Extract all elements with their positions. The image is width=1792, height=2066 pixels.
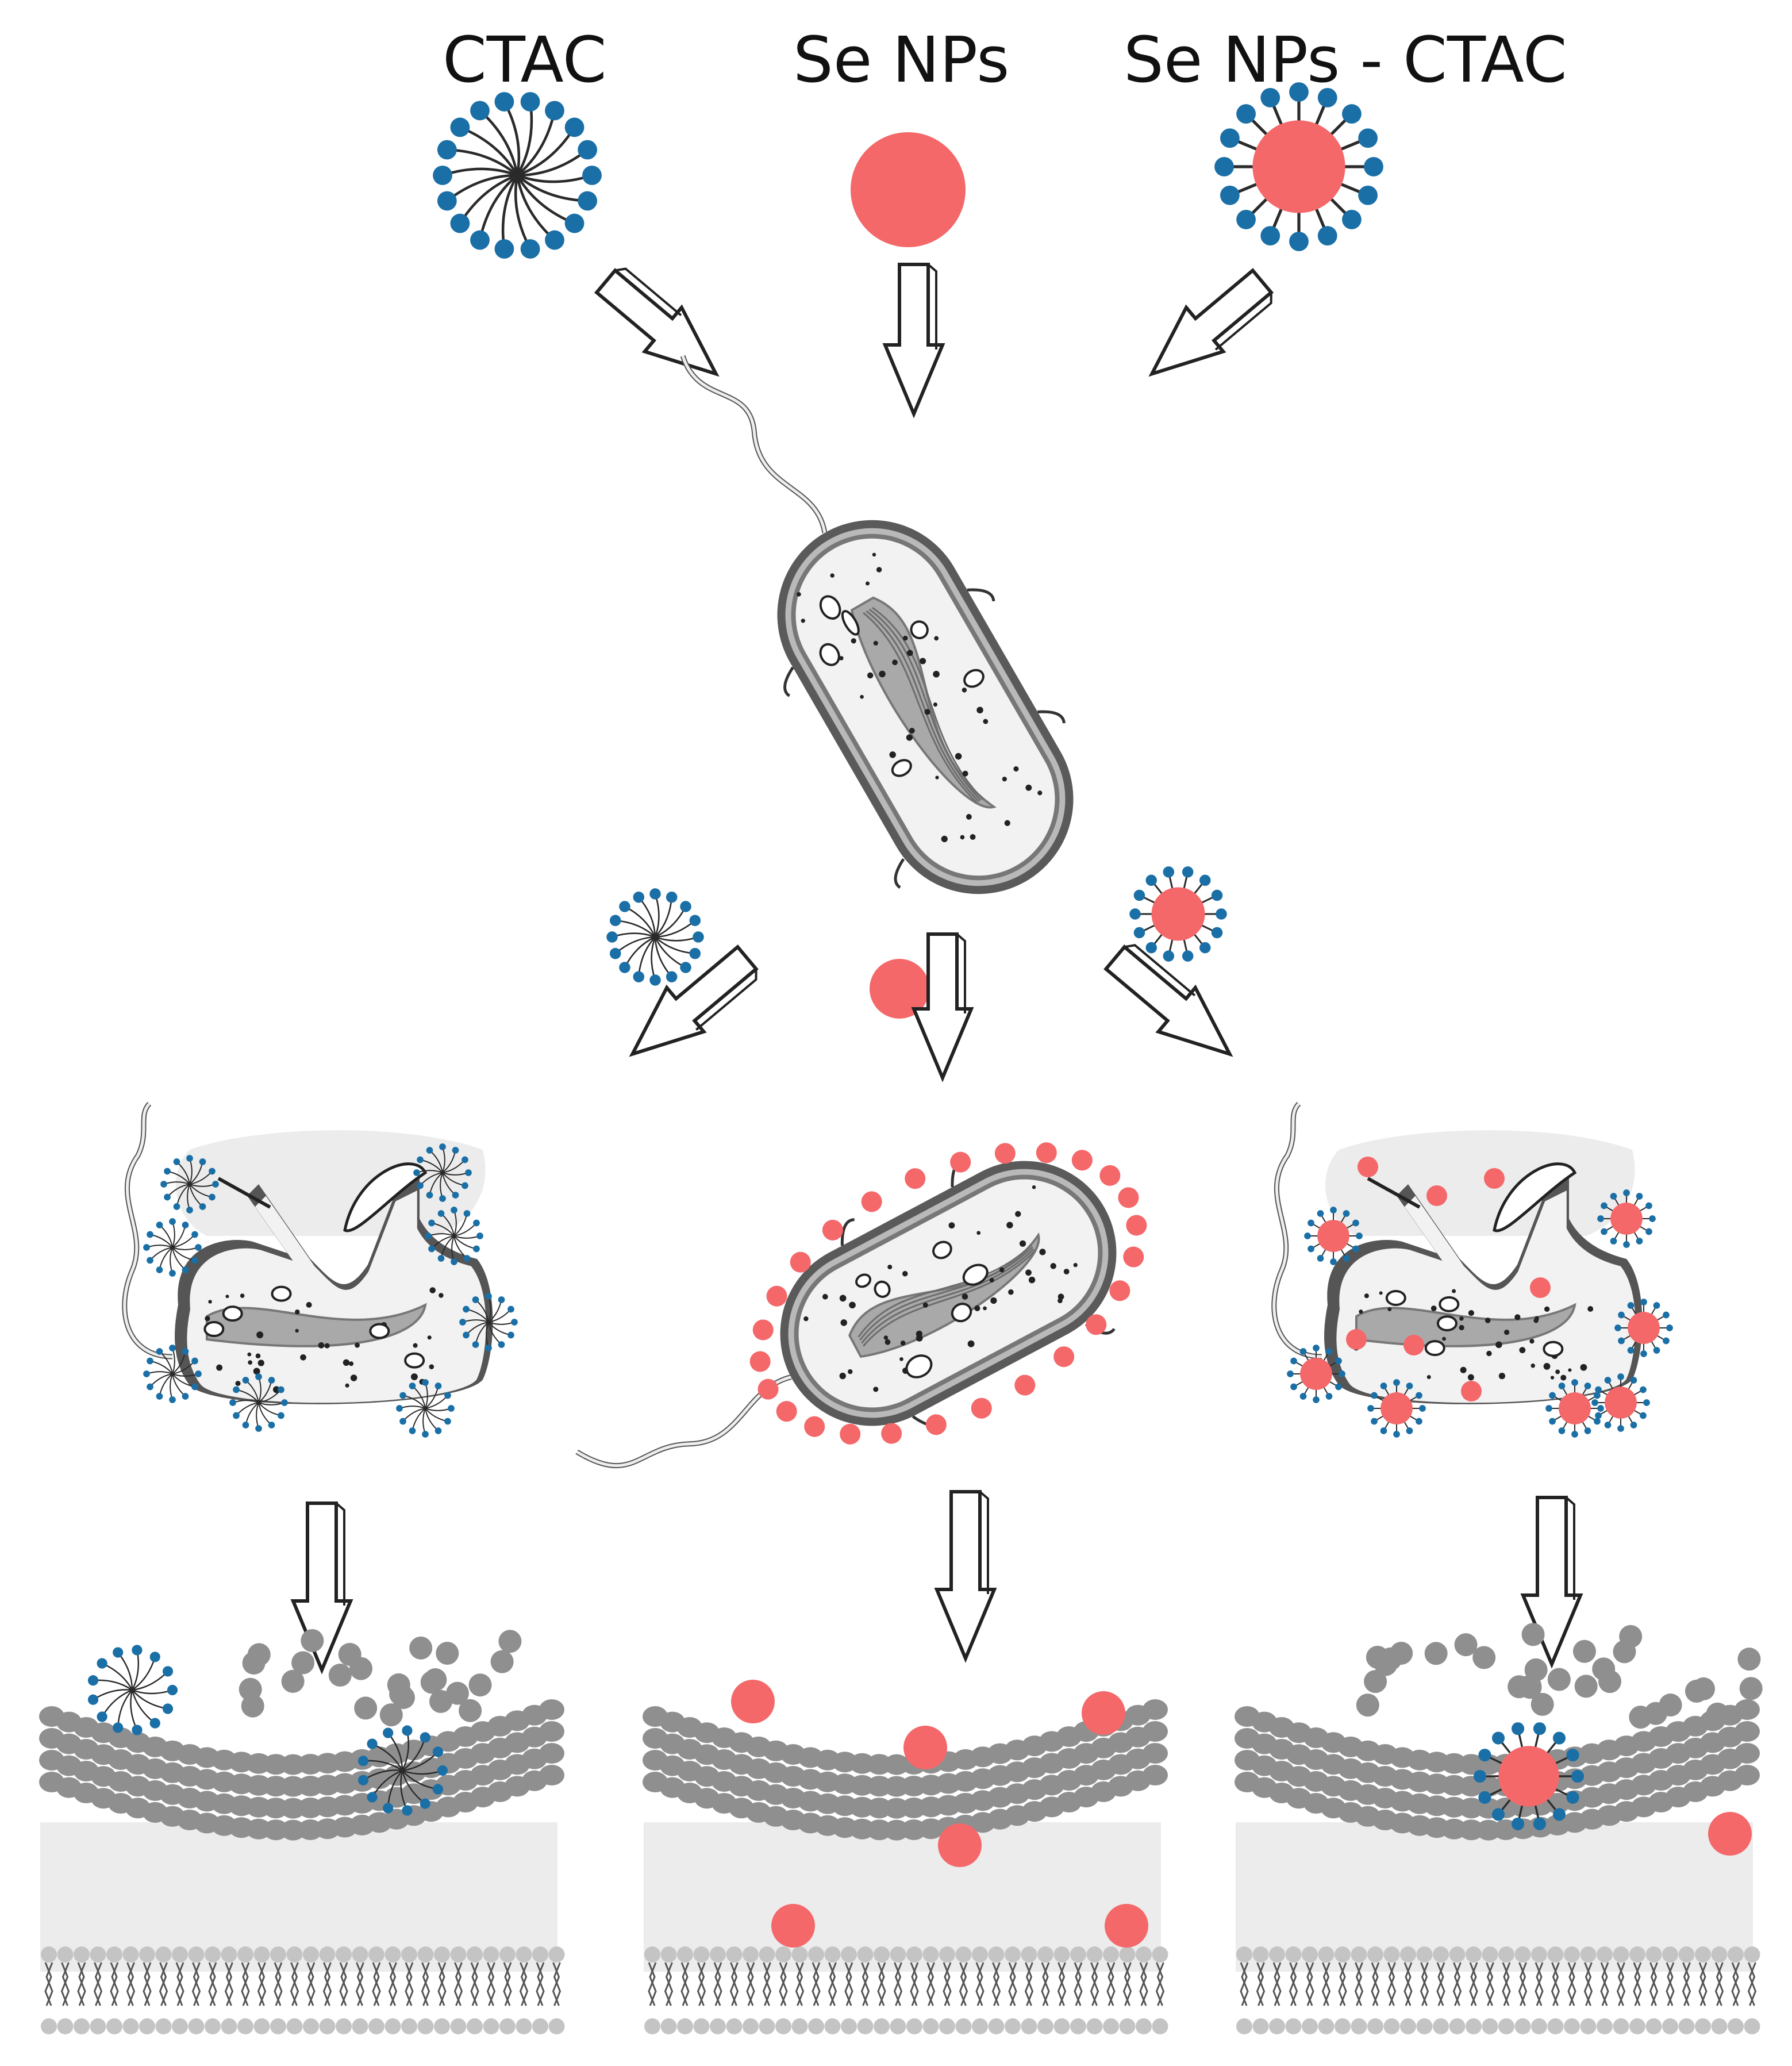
label-ctac: CTAC (443, 23, 607, 97)
se-nanoparticle-icon (1403, 1335, 1424, 1355)
se-nanoparticle-icon (1082, 1691, 1125, 1735)
se-nanoparticle-icon (749, 1351, 771, 1372)
se-nanoparticle-icon (790, 1251, 811, 1273)
se-nanoparticle-icon (757, 1378, 779, 1400)
se-nanoparticle-icon (903, 1726, 947, 1769)
se-nanoparticle-icon (822, 1219, 843, 1241)
arrow-sectac-to-cell (1148, 268, 1274, 377)
label-se-nps: Se NPs (793, 23, 1010, 97)
ctac-micelle-icon (357, 1725, 448, 1816)
se-nanoparticle-icon (1426, 1185, 1447, 1206)
se-nanoparticle-icon (861, 1191, 882, 1212)
se-nps-ctac-icon (1367, 1379, 1426, 1438)
ctac-micelle-icon (143, 1218, 202, 1277)
bacterium-damaged-sectac (1271, 1101, 1673, 1438)
ctac-micelle-icon (229, 1373, 288, 1432)
se-nanoparticle-icon (1109, 1280, 1130, 1301)
se-nps-ctac-small-icon (1129, 866, 1227, 962)
se-nanoparticle-icon (1484, 1168, 1505, 1189)
se-nps-ctac-icon (1214, 82, 1383, 251)
ctac-micelle-icon (459, 1293, 518, 1351)
se-nanoparticle-icon (1053, 1346, 1075, 1368)
se-nanoparticle-icon (1099, 1165, 1121, 1186)
ctac-micelle-icon (433, 92, 602, 259)
ctac-micelle-icon (143, 1345, 202, 1403)
se-nps-ctac-icon (1591, 1373, 1650, 1432)
arrow-sectac-to-damage (1103, 944, 1233, 1057)
se-nanoparticle-icon (766, 1285, 787, 1307)
se-nanoparticle-icon (881, 1423, 902, 1444)
se-nanoparticle-icon (925, 1414, 947, 1435)
se-nanoparticle-icon (804, 1416, 825, 1437)
arrow-ctac-to-damage (629, 944, 759, 1057)
ctac-micelle-icon (413, 1143, 472, 1202)
flagellum (1271, 1101, 1322, 1360)
nucleoid (848, 1232, 1040, 1358)
membrane-panel-sectac (1235, 1623, 1763, 2034)
se-nanoparticle-icon (905, 1168, 926, 1189)
arrow-se-to-cell (882, 263, 945, 418)
ctac-micelle-icon (396, 1379, 455, 1438)
se-nps-ctac-icon (1304, 1207, 1363, 1265)
ctac-micelle-icon (87, 1645, 178, 1735)
se-nanoparticle-icon (1123, 1246, 1144, 1268)
se-nanoparticle-icon (840, 1423, 861, 1445)
se-nanoparticle-icon (1530, 1277, 1551, 1298)
se-nps-ctac-icon (1545, 1379, 1604, 1438)
se-nanoparticle-icon (1461, 1381, 1482, 1401)
se-nanoparticle-icon (1118, 1187, 1139, 1208)
se-nanoparticle-icon (851, 132, 966, 247)
ctac-micelle-icon (425, 1207, 483, 1265)
se-nanoparticle-icon (776, 1401, 797, 1422)
inner-membrane-bilayer (1236, 1946, 1760, 2034)
arrow-ctac-to-membrane (290, 1502, 353, 1675)
label-se-nps-ctac: Se NPs - CTAC (1124, 23, 1567, 97)
inner-membrane-bilayer (41, 1946, 565, 2034)
cell-wall-layers (39, 1699, 564, 1841)
ctac-micelle-small-icon (606, 888, 704, 986)
se-nanoparticle-icon (1036, 1142, 1057, 1163)
se-nanoparticle-small-icon (870, 959, 929, 1019)
se-nanoparticle-icon (1708, 1812, 1752, 1856)
se-nanoparticle-icon (1358, 1157, 1378, 1177)
se-nanoparticle-icon (938, 1823, 982, 1867)
se-nanoparticle-icon (1105, 1904, 1148, 1948)
se-nanoparticle-icon (971, 1397, 992, 1419)
membrane-panel-ctac (39, 1629, 565, 2034)
se-nanoparticle-icon (950, 1151, 971, 1173)
flagellum (680, 355, 828, 533)
se-nanoparticle-icon (771, 1904, 815, 1948)
nucleoid (850, 596, 997, 809)
bacterium-damaged-ctac (122, 1101, 518, 1438)
se-nps-ctac-icon (1597, 1189, 1656, 1248)
arrow-sectac-to-membrane (1520, 1496, 1583, 1669)
flagellum (122, 1101, 173, 1360)
se-nanoparticle-icon (1014, 1374, 1036, 1396)
se-nps-ctac-icon (1287, 1345, 1345, 1403)
flagellum (575, 1374, 792, 1469)
membrane-panel-se (643, 1680, 1168, 2034)
se-nanoparticle-icon (994, 1143, 1016, 1164)
pili (783, 588, 1066, 889)
arrow-se-to-membrane (934, 1490, 997, 1663)
se-nanoparticle-icon (1126, 1215, 1147, 1236)
se-nanoparticle-icon (1071, 1150, 1093, 1171)
bacterium-se-bound (575, 1142, 1147, 1469)
se-nanoparticle-icon (752, 1319, 774, 1341)
se-nanoparticle-icon (1346, 1329, 1367, 1350)
inner-membrane-bilayer (644, 1946, 1168, 2034)
se-nps-ctac-icon (1473, 1722, 1585, 1830)
se-nanoparticle-icon (1086, 1314, 1107, 1335)
ctac-micelle-icon (160, 1155, 219, 1214)
bacterium-icon (680, 355, 1074, 894)
arrow-se-to-bound (911, 932, 974, 1082)
se-nps-ctac-icon (1614, 1299, 1673, 1357)
se-nanoparticle-icon (731, 1680, 775, 1723)
arrow-ctac-to-cell (594, 267, 720, 377)
